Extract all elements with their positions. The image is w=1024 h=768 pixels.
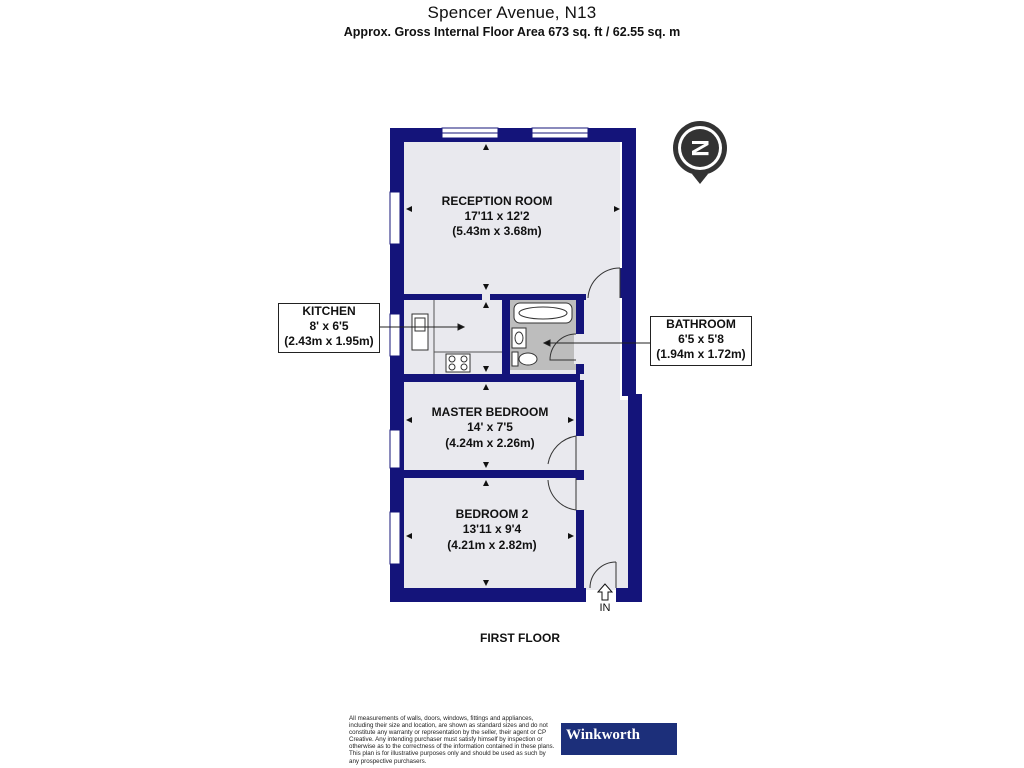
bedroom2-metric: (4.21m x 2.82m) [447, 538, 536, 552]
master-metric: (4.24m x 2.26m) [445, 436, 534, 450]
compass-letter: N [686, 139, 713, 156]
sink-icon [411, 313, 429, 351]
reception-metric: (5.43m x 3.68m) [452, 224, 541, 238]
kitchen-worktop [433, 300, 502, 374]
bedroom2-imperial: 13'11 x 9'4 [463, 522, 522, 536]
kitchen-callout: KITCHEN 8' x 6'5 (2.43m x 1.95m) [278, 303, 380, 353]
hallway-floor [580, 400, 628, 590]
top-windows [441, 127, 589, 139]
entrance-arrow-icon [596, 583, 614, 601]
kitchen-imperial: 8' x 6'5 [309, 319, 349, 333]
kitchen-name: KITCHEN [302, 304, 356, 318]
dimension-arrows [406, 144, 620, 586]
kitchen-metric: (2.43m x 1.95m) [284, 334, 374, 348]
north-compass-icon: N [673, 121, 727, 184]
doors [547, 267, 621, 589]
basin-icon [511, 327, 527, 349]
toilet-icon [511, 351, 538, 367]
callout-leaders [378, 323, 650, 347]
bathroom-name: BATHROOM [666, 317, 736, 331]
master-imperial: 14' x 7'5 [467, 420, 513, 434]
bathroom-imperial: 6'5 x 5'8 [678, 332, 724, 346]
floor-area-subtitle: Approx. Gross Internal Floor Area 673 sq… [343, 25, 681, 39]
master-name: MASTER BEDROOM [432, 405, 549, 419]
bathroom-metric: (1.94m x 1.72m) [656, 347, 746, 361]
reception-name: RECEPTION ROOM [442, 194, 553, 208]
bedroom2-name: BEDROOM 2 [456, 507, 529, 521]
outer-walls [390, 128, 642, 602]
left-windows [389, 191, 401, 565]
reception-imperial: 17'11 x 12'2 [464, 209, 529, 223]
plan-title: Spencer Avenue, N13 [427, 3, 597, 22]
bathroom-callout: BATHROOM 6'5 x 5'8 (1.94m x 1.72m) [650, 316, 752, 366]
disclaimer-text: All measurements of walls, doors, window… [349, 715, 555, 765]
floor-label: FIRST FLOOR [480, 631, 560, 645]
brand-logo: Winkworth [561, 723, 677, 755]
entrance-label: IN [600, 602, 611, 614]
hob-icon [445, 353, 471, 373]
bathtub-icon [513, 302, 573, 324]
